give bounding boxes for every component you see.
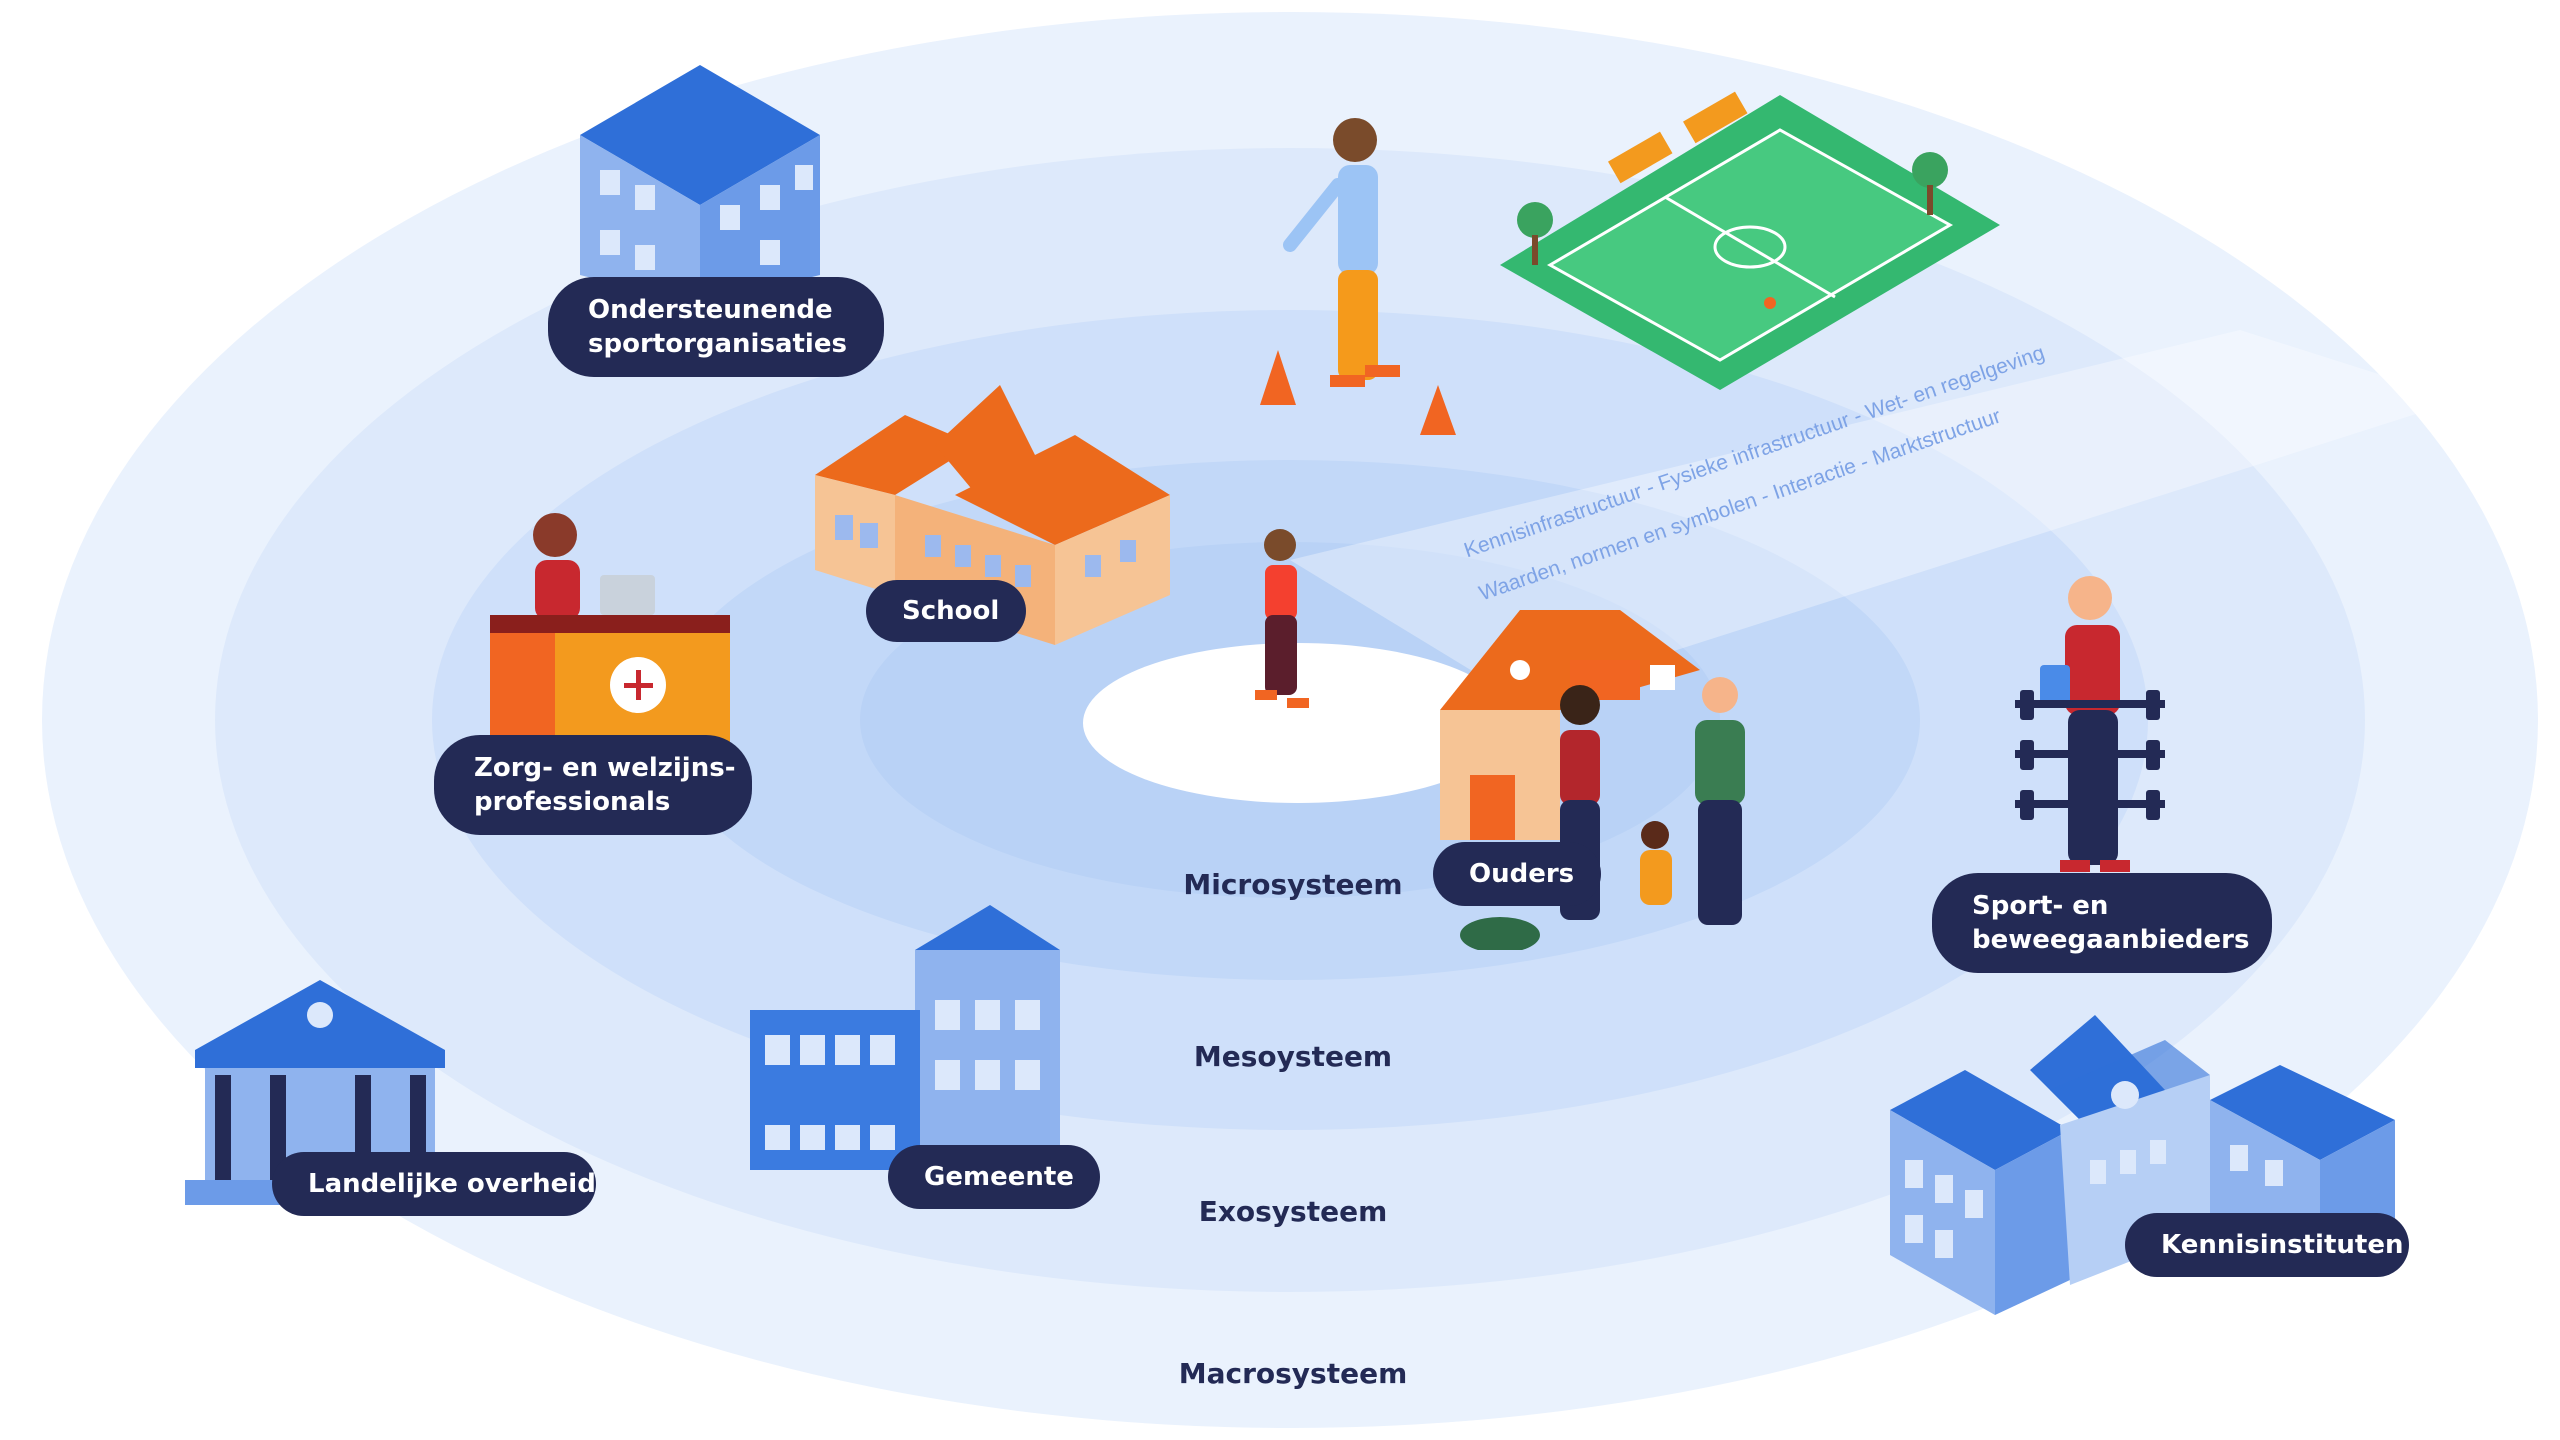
label-gemeente: Gemeente [888,1145,1100,1209]
soccer-field-icon [1500,91,2000,390]
ring-label-exo: Exosysteem [1198,1195,1388,1228]
child-figure-icon [1255,529,1309,708]
label-sportorganisaties-line2: sportorganisaties [588,329,847,359]
label-landelijke-overheid: Landelijke overheid [272,1152,596,1216]
label-school: School [866,580,1026,642]
label-sport-aanbieders-line1: Sport- en [1972,891,2109,921]
sportorg-building-icon [580,65,820,305]
care-desk-icon [490,513,730,743]
ring-label-micro: Microsysteem [1183,868,1403,901]
label-sport-aanbieders-line2: beweegaanbieders [1972,925,2250,955]
coach-person-icon [1260,118,1456,435]
family-house-icon [1440,610,1745,950]
ring-label-meso: Mesoysteem [1193,1040,1393,1073]
label-sportorganisaties-line1: Ondersteunende [588,295,833,325]
label-zorg-line2: professionals [474,787,671,817]
label-zorg-line1: Zorg- en welzijns- [474,753,736,783]
label-sport-aanbieders: Sport- en beweegaanbieders [1932,873,2272,973]
trainer-weights-icon [2015,576,2165,872]
municipality-building-icon [750,905,1060,1170]
macro-wedge [1290,330,2460,700]
ring-label-macro: Macrosysteem [1178,1357,1408,1390]
center-spot [1083,643,1513,803]
knowledge-institutes-icon [1890,1015,2395,1315]
label-ouders: Ouders [1433,842,1601,906]
label-kennisinstituten: Kennisinstituten [2125,1213,2409,1277]
label-zorg: Zorg- en welzijns- professionals [434,735,752,835]
label-sportorganisaties: Ondersteunende sportorganisaties [548,277,884,377]
